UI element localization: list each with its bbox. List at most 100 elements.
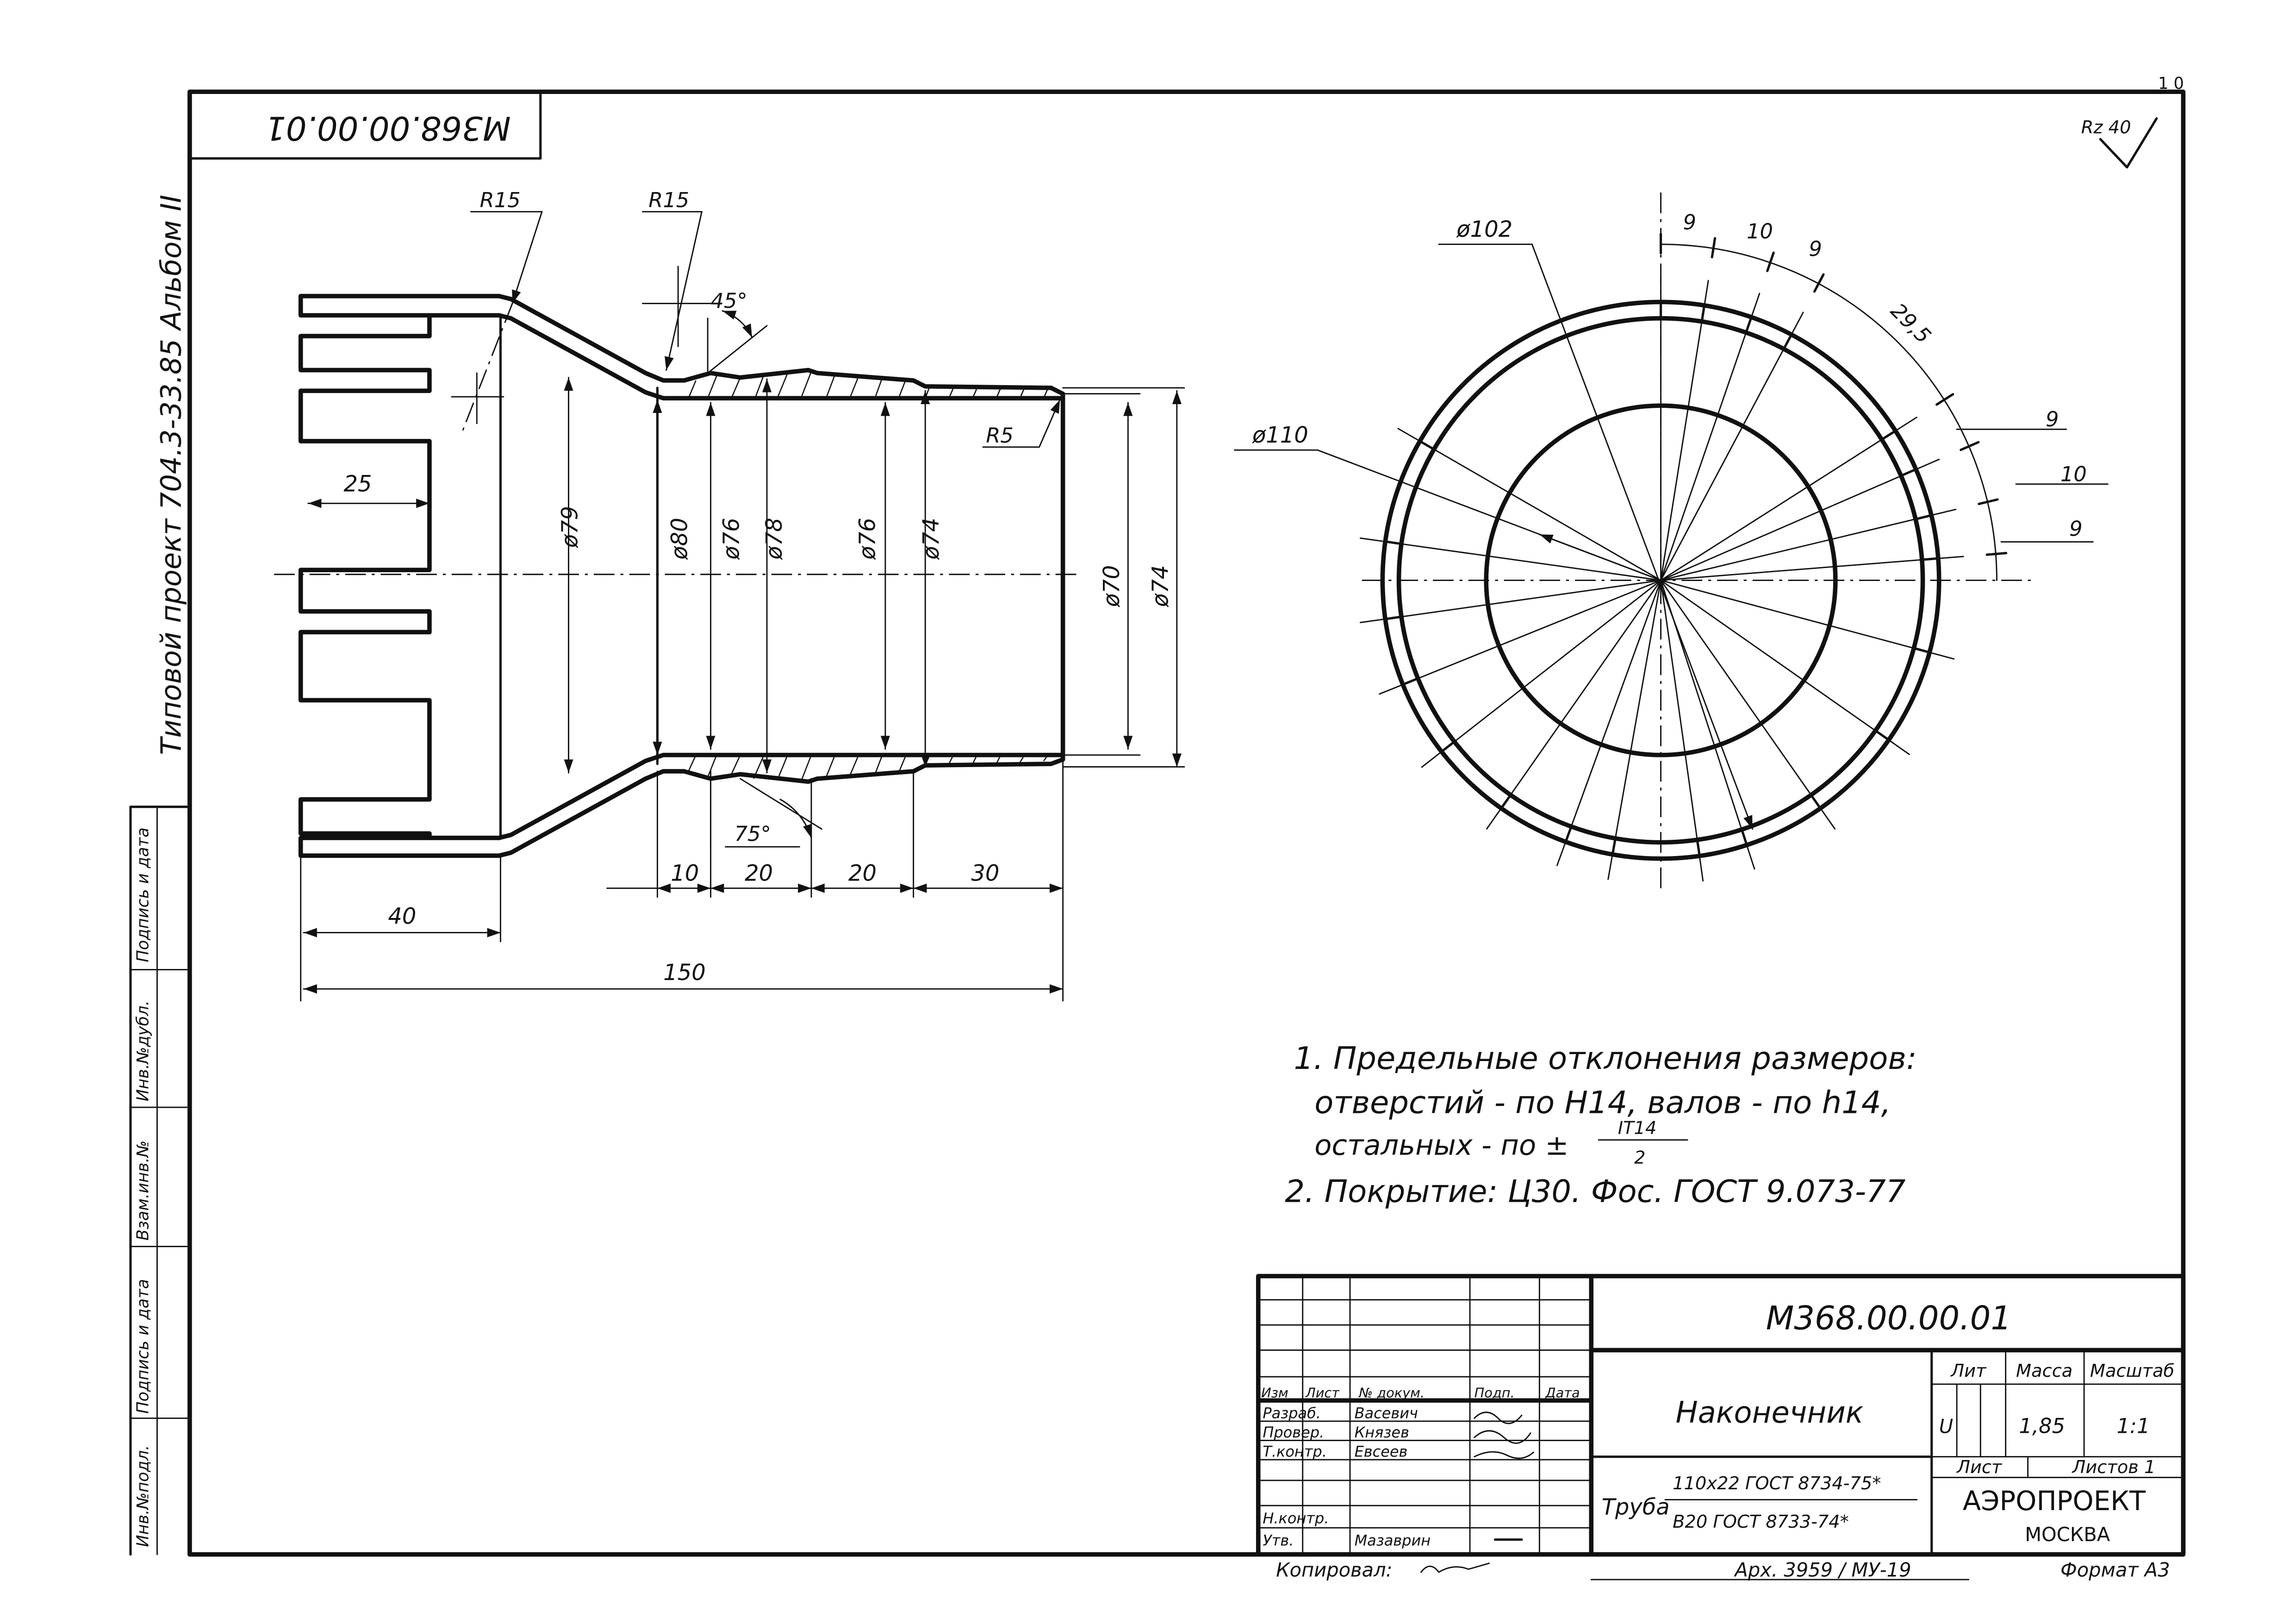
name-utv: Мазаврин [1355, 1532, 1431, 1549]
part-name: Наконечник [1676, 1396, 1864, 1430]
ring-tick [1914, 514, 1933, 521]
spoke-line [1660, 417, 1917, 581]
end-view-spokes [1359, 276, 1964, 882]
angle-45-dim: 45° [707, 288, 768, 374]
note-1-line-1: 1. Предельные отклонения размеров: [1294, 1040, 1916, 1076]
designation: М368.00.00.01 [1766, 1299, 2012, 1337]
dia-102-label: ø102 [1456, 217, 1512, 243]
dia-76-label-b: ø76 [855, 518, 881, 560]
hdr-scale: Масштаб [2090, 1361, 2174, 1381]
sheets-label: Листов 1 [2072, 1457, 2156, 1478]
ring-tick [1782, 333, 1793, 350]
dia-74-label-b: ø74 [1148, 565, 1174, 607]
scale-value: 1:1 [2116, 1413, 2150, 1438]
angle-45-label: 45° [711, 288, 747, 313]
roughness-text: Rz 40 [2081, 117, 2131, 138]
dia-76-label-a: ø76 [718, 518, 744, 560]
arc-label-10b: 10 [2060, 462, 2087, 486]
ring-tick [1419, 440, 1435, 451]
archive-number: Арх. 3959 / МУ-19 [1733, 1559, 1911, 1581]
mass-value: 1,85 [2019, 1413, 2065, 1438]
name-prover: Князев [1355, 1424, 1409, 1441]
ring-tick [1384, 540, 1403, 545]
hdr-mass: Масса [2016, 1361, 2072, 1381]
name-tkontr: Евсеев [1355, 1443, 1408, 1461]
dim-30-label: 30 [971, 861, 999, 887]
spoke-line [1660, 312, 1804, 581]
ring-tick [1611, 837, 1617, 856]
roughness-mark: Rz 40 [2081, 117, 2158, 169]
note-1-line-2: отверстий - по H14, валов - по h14, [1314, 1085, 1891, 1121]
dim-20b-label: 20 [848, 861, 877, 887]
dim-20a-label: 20 [745, 861, 773, 887]
name-razrab: Васевич [1355, 1405, 1418, 1422]
rev-hdr-izm: Изм [1261, 1385, 1288, 1401]
angle-75-dim: 75° [710, 778, 822, 848]
spoke-line [1660, 556, 1964, 581]
spoke-line [1660, 280, 1709, 581]
title-block: М368.00.00.01 Наконечник Лит Масса Масшт… [1256, 1274, 2186, 1581]
arc-ticks [1659, 232, 2008, 556]
spoke-line [1660, 580, 1836, 830]
radius-end-label: R5 [986, 423, 1014, 448]
radius-right-dim: R15 [642, 188, 711, 371]
arc-tick [1813, 273, 1825, 293]
spoke-line [1486, 580, 1661, 830]
spoke-line [1379, 580, 1661, 695]
ring-tick [1500, 793, 1512, 810]
copied-signature [1420, 1562, 1490, 1573]
spoke-line [1359, 537, 1661, 581]
hdr-lit: Лит [1950, 1361, 1987, 1381]
diameter-dims: ø79 ø80 ø76 ø78 ø76 ø74 ø70 ø74 [557, 377, 1185, 774]
angular-arc [1660, 244, 1997, 581]
dia-102-dim: ø102 [1438, 217, 1754, 830]
role-tkontr: Т.контр. [1263, 1443, 1327, 1461]
ring-tick [1696, 838, 1701, 857]
bottom-dims: 10 20 20 30 40 150 [300, 759, 1064, 1002]
arc-tick [1935, 393, 1954, 406]
side-field-signature-1: Подпись и дата [133, 1279, 152, 1414]
arc-tick [1985, 552, 2008, 556]
spoke-line [1660, 580, 1955, 660]
side-fields: Инв.№подл. Подпись и дата Взам.инв.№ Инв… [133, 827, 152, 1547]
ring-tick [1401, 677, 1419, 686]
ring-tick [1440, 740, 1456, 753]
ring-tick [1921, 557, 1940, 561]
spoke-line [1660, 580, 1910, 756]
top-code-stamp: М368.00.00.01 [188, 90, 542, 160]
angle-75-label: 75° [734, 821, 771, 846]
rev-hdr-doc: № докум. [1358, 1385, 1425, 1401]
org-name: АЭРОПРОЕКТ [1963, 1486, 2146, 1517]
end-view: ø102 ø110 9 10 9 29,5 9 10 9 [1234, 192, 2109, 888]
ring-tick [1899, 468, 1917, 477]
ring-tick [1874, 729, 1890, 741]
radius-left-label: R15 [480, 188, 521, 212]
side-field-inv-podl: Инв.№подл. [133, 1445, 152, 1547]
dia-110-label: ø110 [1252, 422, 1308, 448]
org-city: МОСКВА [2025, 1523, 2110, 1546]
spoke-line [1397, 428, 1661, 581]
corner-mark: 1 0 [2158, 74, 2184, 93]
ring-ticks [1384, 300, 1940, 857]
spoke-line [1421, 580, 1661, 768]
dia-70-label: ø70 [1099, 565, 1125, 607]
role-prover: Провер. [1263, 1424, 1324, 1441]
note-2: 2. Покрытие: Ц30. Фос. ГОСТ 9.073-77 [1285, 1174, 1906, 1210]
arc-label-9d: 9 [2069, 517, 2082, 541]
ring-tick [1700, 304, 1706, 323]
dim-40-label: 40 [388, 903, 416, 929]
dim-150-label: 150 [663, 960, 706, 986]
dia-74-label-a: ø74 [918, 518, 944, 560]
lit-value: U [1939, 1415, 1953, 1437]
arc-label-29-5: 29,5 [1886, 298, 1936, 348]
sheet-frame [129, 89, 2186, 1557]
rev-hdr-sign: Подп. [1475, 1385, 1515, 1401]
note-1-line-3: остальных - по ± [1314, 1129, 1568, 1162]
sheet-label: Лист [1956, 1457, 2003, 1478]
spoke-line [1660, 293, 1761, 581]
angular-labels: 9 10 9 29,5 9 10 9 [1683, 210, 2109, 543]
note-1-fraction-den: 2 [1634, 1147, 1645, 1168]
side-field-inv-dubl: Инв.№дубл. [133, 1000, 152, 1101]
arc-label-10a: 10 [1747, 219, 1773, 244]
